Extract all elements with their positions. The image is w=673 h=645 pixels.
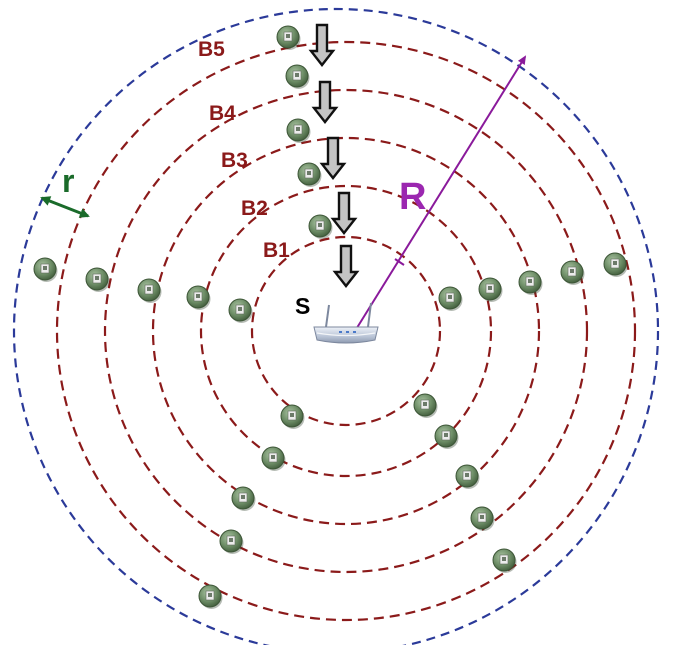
down-arrow-icon [319, 136, 347, 180]
sensor-node-icon [470, 506, 495, 531]
outer-boundary-circle [12, 7, 660, 645]
sink-router-icon [313, 302, 379, 344]
sensor-node-icon [413, 393, 438, 418]
sensor-node-icon [228, 298, 253, 323]
sensor-node-icon [219, 529, 244, 554]
band-ring-b1 [250, 235, 442, 427]
band-ring-b4 [103, 88, 589, 574]
down-arrow-icon [330, 191, 358, 235]
sensor-node-icon [137, 278, 162, 303]
sensor-node-icon [33, 257, 58, 282]
sensor-node-icon [198, 584, 223, 609]
down-arrow-icon [311, 80, 339, 124]
sensor-node-icon [492, 548, 517, 573]
band-ring-b3 [151, 136, 541, 526]
sensor-node-icon [231, 486, 256, 511]
band-label-b4: B4 [209, 102, 236, 125]
band-rings [55, 40, 637, 622]
band-label-b2: B2 [241, 197, 268, 220]
band-label-b1: B1 [263, 239, 290, 262]
band-label-b5: B5 [198, 38, 225, 61]
radius-arrow-tick [394, 258, 405, 266]
sensor-node-icon [434, 424, 459, 449]
sensor-node-icon [560, 260, 585, 285]
radius-arrow [354, 55, 527, 332]
ring-width-label: r [62, 163, 74, 199]
down-arrow-icon [332, 244, 360, 288]
sensor-node-icon [478, 277, 503, 302]
sensor-nodes [33, 25, 628, 609]
forwarding-arrows [308, 23, 360, 288]
sensor-node-icon [455, 464, 480, 489]
sensor-node-icon [603, 252, 628, 277]
radius-label: R [399, 176, 426, 218]
sensor-node-icon [286, 118, 311, 143]
sensor-node-icon [518, 270, 543, 295]
sensor-node-icon [186, 285, 211, 310]
sensor-node-icon [297, 162, 322, 187]
band-label-b3: B3 [221, 149, 248, 172]
band-ring-b5 [55, 40, 637, 622]
sensor-node-icon [276, 25, 301, 50]
sensor-node-icon [438, 286, 463, 311]
sink-label: S [295, 293, 310, 319]
sensor-node-icon [261, 446, 286, 471]
ring-width-arrow [40, 196, 90, 218]
band-ring-b2 [199, 184, 493, 478]
sensor-node-icon [280, 404, 305, 429]
sensor-node-icon [285, 64, 310, 89]
down-arrow-icon [308, 23, 336, 67]
sensor-node-icon [85, 267, 110, 292]
sensor-node-icon [308, 214, 333, 239]
